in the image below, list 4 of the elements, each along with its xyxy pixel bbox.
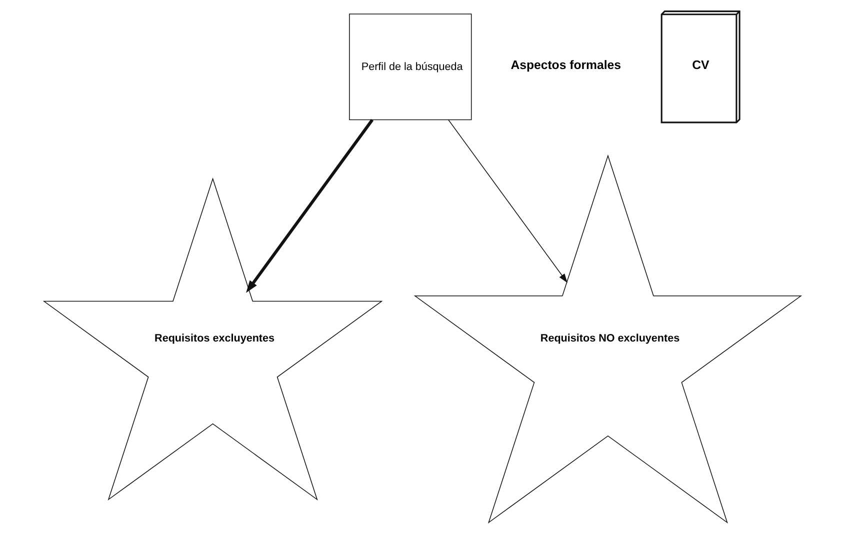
arrow bbox=[246, 118, 374, 293]
arrow bbox=[448, 119, 567, 283]
label: Aspectos formales bbox=[510, 58, 621, 72]
node-box: Perfil de la búsqueda bbox=[348, 14, 472, 120]
